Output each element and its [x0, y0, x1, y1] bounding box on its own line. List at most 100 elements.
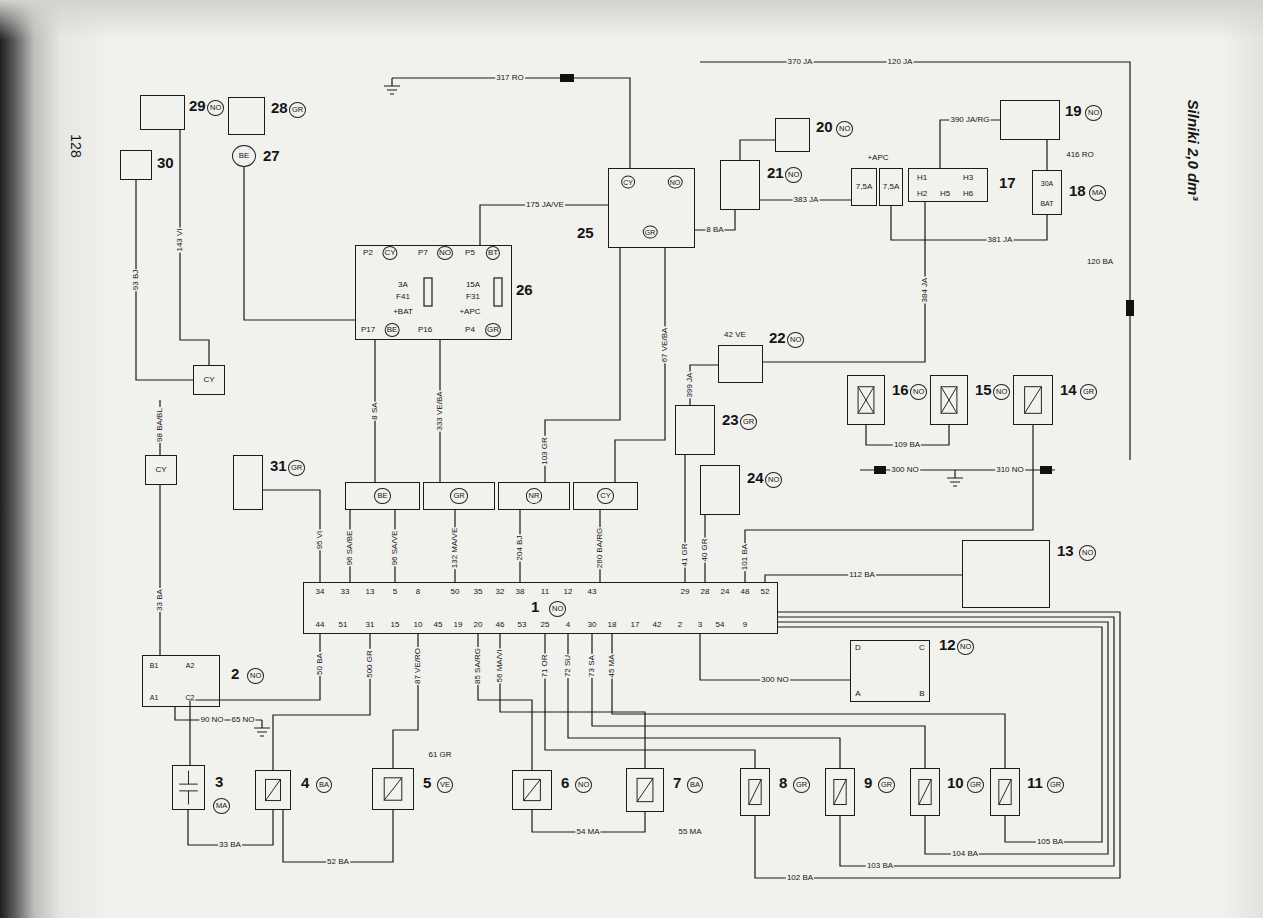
pin-number: 43 [587, 588, 598, 596]
component-box: 7BA [626, 768, 664, 812]
color-code: GR [878, 777, 895, 793]
component-box: CY [573, 482, 638, 510]
free-wires [160, 62, 1130, 736]
wire-sleeve [560, 74, 574, 82]
sensor-diagonal [941, 387, 957, 414]
sensor-element [858, 387, 874, 414]
wire-label: 54 MA [575, 828, 600, 836]
wire-label: 96 SA/BE [346, 530, 354, 567]
component-box: 5VE [372, 768, 414, 810]
pin-number: 25 [540, 621, 551, 629]
wire-connector [545, 634, 755, 768]
capacitor-lead [188, 771, 189, 785]
callout-number: 22 [769, 330, 786, 345]
component-box: 15NO [930, 375, 968, 425]
component-symbol [741, 769, 769, 815]
component-symbol [848, 376, 884, 424]
sensor-diagonal [919, 779, 931, 804]
component-box: 16NO [847, 375, 885, 425]
component-box: CY [145, 455, 177, 485]
fuse-box-label: P5 [464, 249, 476, 257]
pin-number: 3 [697, 621, 703, 629]
wire-label: 45 MA [608, 653, 616, 678]
component-box: 23GR [675, 405, 715, 455]
wire [392, 78, 630, 168]
pin-number: 10 [413, 621, 424, 629]
wire-label: 104 BA [951, 850, 979, 858]
capacitor-lead [188, 791, 189, 805]
pin-name: C2 [185, 694, 196, 701]
pin-name: H2 [916, 190, 928, 198]
pin-number: 5 [392, 588, 398, 596]
pin-number: 24 [720, 588, 731, 596]
wire-sleeve [1040, 466, 1052, 474]
wire-connector [159, 485, 160, 655]
callout-number: 13 [1057, 543, 1074, 558]
sensor-element [1025, 387, 1042, 414]
component-symbol [373, 769, 413, 809]
wire-label: 8 SA [371, 401, 379, 420]
sensor-diagonal [858, 387, 874, 414]
wire-label: 310 NO [995, 466, 1025, 474]
pin-name: A [854, 690, 861, 698]
wire-label: 55 MA [677, 828, 702, 836]
sensor-diagonal [941, 387, 957, 414]
pin-number: 45 [433, 621, 444, 629]
wire-label: 381 JA [987, 236, 1014, 244]
callout-number: 21 [767, 165, 784, 180]
callout-number: 26 [516, 282, 533, 297]
component-box: 4BA [255, 770, 291, 810]
component-symbol [513, 771, 551, 809]
pin-number: 19 [453, 621, 464, 629]
pin-number: 35 [473, 588, 484, 596]
sensor-element [266, 779, 281, 800]
wire-label: 416 RO [1065, 151, 1095, 159]
component-box: 6NO [512, 770, 552, 810]
box-label: 7,5A [883, 183, 899, 191]
wire-label: 71 OR [541, 653, 549, 678]
pin-number: 11 [540, 588, 550, 596]
wire-label: 399 JA [686, 372, 694, 399]
ground-symbol [384, 78, 400, 94]
color-code: BA [316, 777, 332, 793]
component-box: 21NO [720, 160, 760, 210]
wire-label: 40 GR [701, 537, 709, 562]
component-box: 10GR [910, 768, 940, 816]
component-box: 7,5A [879, 168, 903, 206]
color-code: NO [207, 100, 224, 116]
color-code: NO [1079, 545, 1096, 561]
component-box: NR [498, 482, 570, 510]
fuse-box-label: 15A [465, 281, 481, 289]
wire-label: 42 VE [723, 331, 747, 339]
pin-name: H5 [939, 190, 951, 198]
wire-connector [244, 167, 355, 320]
wire-connector [612, 634, 1005, 768]
component-box: BE [345, 482, 420, 510]
callout-number: 29 [189, 98, 206, 113]
box-label: 7,5A [856, 183, 872, 191]
callout-number: 30 [157, 155, 174, 170]
box-label: CY [203, 376, 214, 384]
wire-label: 300 NO [890, 466, 920, 474]
color-code: MA [1089, 185, 1106, 201]
pin-name: H1 [916, 174, 928, 182]
wire-label: 103 GR [541, 436, 549, 466]
wire-connector [283, 810, 393, 862]
wire-connector [263, 490, 320, 582]
component-box: 9GR [825, 768, 855, 816]
pin-number: 51 [338, 621, 349, 629]
pin-number: 48 [740, 588, 751, 596]
color-code: NO [765, 472, 782, 488]
pin-number: 4 [565, 621, 571, 629]
fuse-box-label: BE [385, 323, 400, 337]
pin-name: C [918, 644, 926, 652]
wire-label: 120 BA [1086, 258, 1114, 266]
wire-connector [778, 617, 1114, 866]
page-header: Silniki 2,0 dm³ [1186, 99, 1201, 202]
wire-label: 390 JA/RG [949, 116, 990, 124]
wire-connector [700, 634, 850, 680]
pin-number: 33 [340, 588, 351, 596]
fuse-box-label: P2 [362, 249, 374, 257]
